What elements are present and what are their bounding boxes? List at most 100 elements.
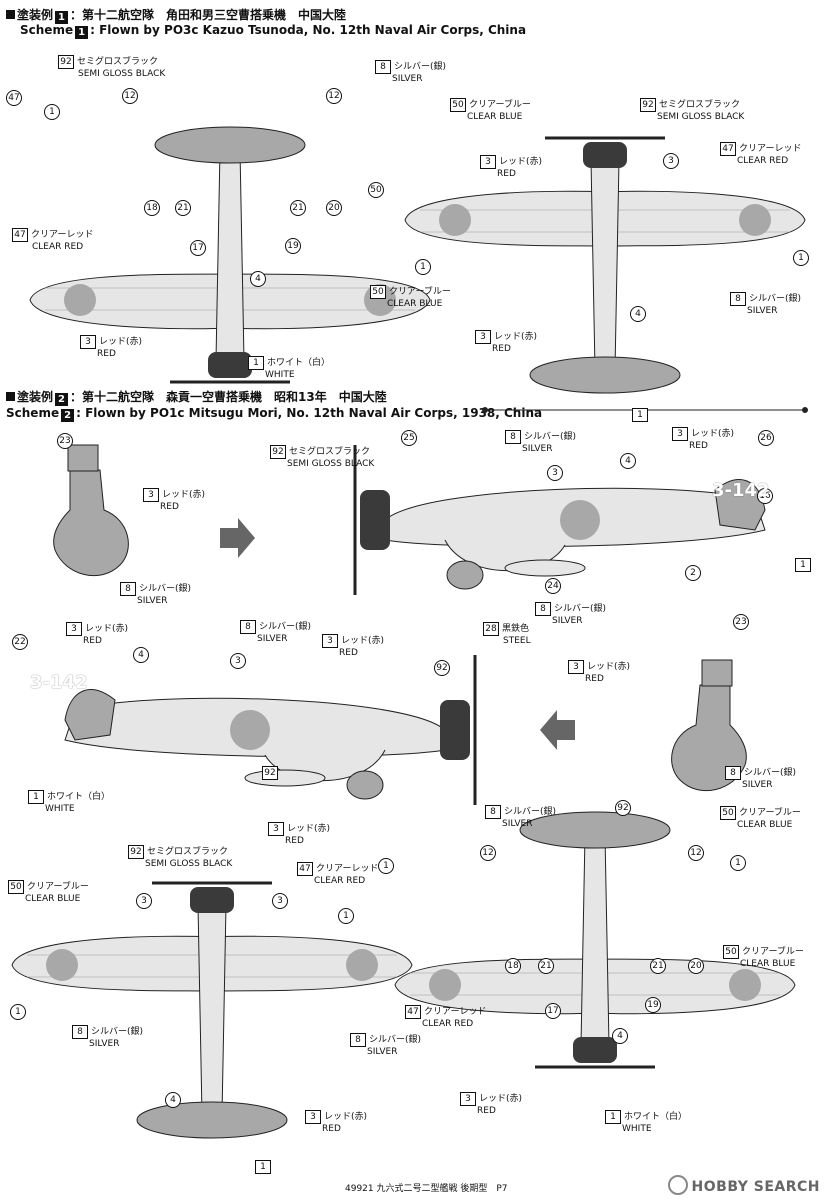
decal-23-b: 23 (733, 614, 749, 630)
decal-20-b: 20 (688, 958, 704, 974)
decal-3: 3 (663, 153, 679, 169)
decal-21-c: 21 (538, 958, 554, 974)
decal-4: 4 (250, 271, 266, 287)
decal-12-b: 12 (326, 88, 342, 104)
decal-17: 17 (190, 240, 206, 256)
decal-21-b: 21 (290, 200, 306, 216)
decal-3-b: 3 (547, 465, 563, 481)
decal-17-b: 17 (545, 1003, 561, 1019)
decal-18-b: 18 (505, 958, 521, 974)
tail-code-left: 3-142 (30, 672, 88, 693)
decal-1-d: 1 (730, 855, 746, 871)
brand-watermark: HOBBY SEARCH (667, 1175, 820, 1195)
decal-4-f: 4 (165, 1092, 181, 1108)
decal-12-d: 12 (688, 845, 704, 861)
decal-22: 22 (12, 634, 28, 650)
decal-92: 92 (434, 660, 450, 676)
decal-16: 16 (757, 488, 773, 504)
decal-23: 23 (57, 433, 73, 449)
decal-1-g: 1 (10, 1004, 26, 1020)
decal-3-d: 3 (136, 893, 152, 909)
decal-26: 26 (758, 430, 774, 446)
bullet-square (6, 10, 15, 19)
decal-1-e: 1 (378, 858, 394, 874)
decal-3-c: 3 (230, 653, 246, 669)
callout-1-white-f: 1 (255, 1160, 274, 1174)
decal-1-f: 1 (338, 908, 354, 924)
decal-19-b: 19 (645, 997, 661, 1013)
decal-25: 25 (401, 430, 417, 446)
decal-21-d: 21 (650, 958, 666, 974)
hobby-search-logo-icon (667, 1175, 688, 1195)
decal-21: 21 (175, 200, 191, 216)
bullet-square (6, 392, 15, 401)
decal-1-b: 1 (415, 259, 431, 275)
callout-1-white-c: 1 (795, 558, 814, 572)
decal-4-c: 4 (620, 453, 636, 469)
decal-20: 20 (326, 200, 342, 216)
decal-12-c: 12 (480, 845, 496, 861)
tail-code-right: 3-142 (712, 480, 770, 501)
page-footer: 49921 九六式二号二型艦戦 後期型 P7 (345, 1184, 508, 1194)
decal-18: 18 (144, 200, 160, 216)
decal-1: 1 (44, 104, 60, 120)
decal-50: 50 (368, 182, 384, 198)
callout-92-b: 92 (262, 766, 281, 780)
callout-1-white-b: 1 (632, 408, 651, 422)
decal-19: 19 (285, 238, 301, 254)
decal-47: 47 (6, 90, 22, 106)
decal-4-e: 4 (612, 1028, 628, 1044)
decal-3-e: 3 (272, 893, 288, 909)
decal-4-b: 4 (630, 306, 646, 322)
decal-2: 2 (685, 565, 701, 581)
decal-92-b: 92 (615, 800, 631, 816)
decal-24: 24 (545, 578, 561, 594)
decal-12: 12 (122, 88, 138, 104)
decal-4-d: 4 (133, 647, 149, 663)
decal-1-c: 1 (793, 250, 809, 266)
